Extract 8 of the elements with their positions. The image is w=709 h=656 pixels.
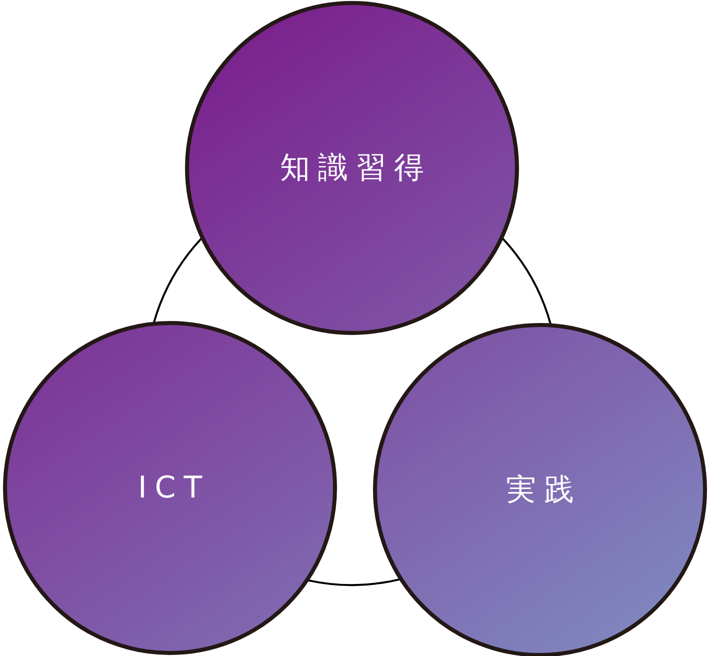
- node-label: 実践: [505, 472, 583, 510]
- connector-arc: [152, 238, 202, 323]
- circle-node: [3, 321, 337, 655]
- circle-node: [185, 1, 519, 335]
- node-label: 知識習得: [279, 150, 433, 188]
- connector-arc: [308, 578, 400, 586]
- node-label: ICT: [136, 470, 212, 506]
- connector-arc: [502, 238, 552, 325]
